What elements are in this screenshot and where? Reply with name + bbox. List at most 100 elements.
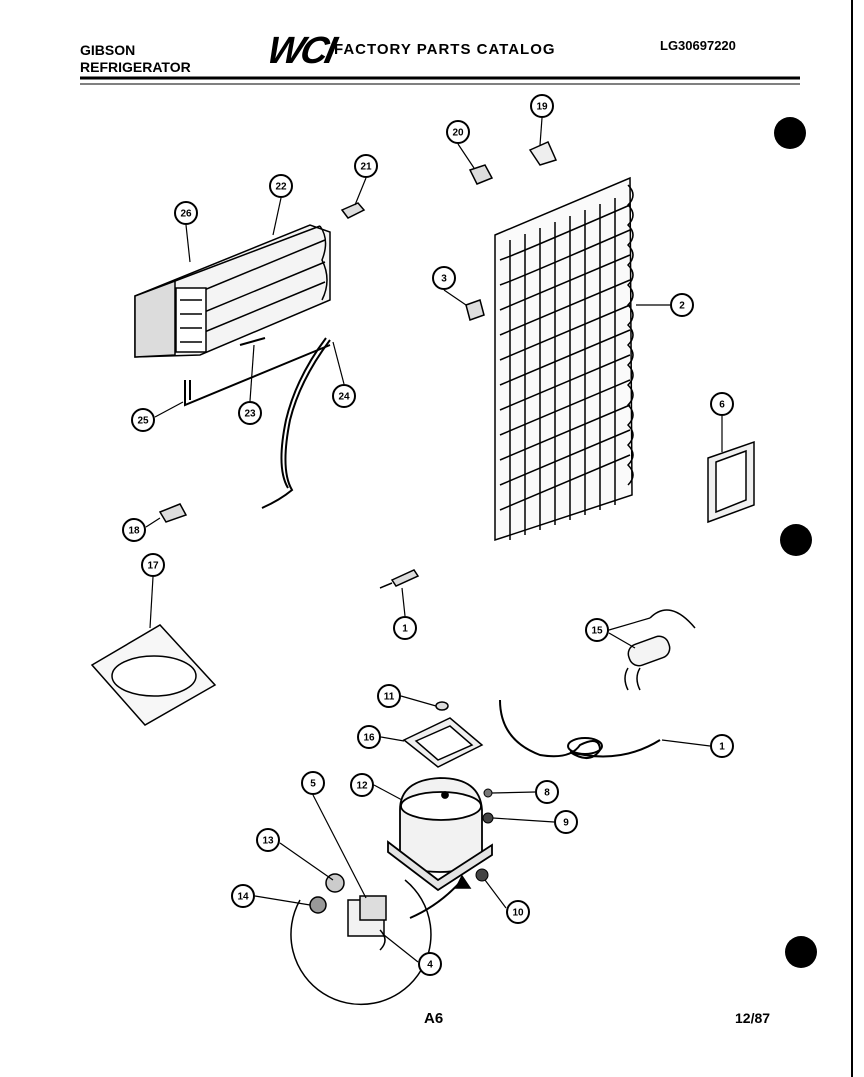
callout-c-4: 4 [418, 952, 442, 976]
part-8 [483, 788, 493, 798]
callout-c-11: 11 [377, 684, 401, 708]
callout-number: 4 [427, 960, 433, 971]
callout-circle [256, 828, 280, 852]
callout-circle [670, 293, 694, 317]
clip-3 [465, 299, 485, 321]
callout-number: 8 [544, 788, 550, 799]
callout-number: 9 [563, 818, 569, 829]
callout-c-17: 17 [141, 553, 165, 577]
callout-c-10: 10 [506, 900, 530, 924]
callout-number: 12 [356, 781, 368, 792]
bracket-20 [468, 164, 494, 185]
callout-c-15: 15 [585, 618, 609, 642]
callout-number: 3 [441, 274, 447, 285]
sensor-1 [379, 569, 420, 589]
model-number: LG30697220 [660, 38, 736, 53]
callout-circle [141, 553, 165, 577]
callout-circle [122, 518, 146, 542]
callout-c-23: 23 [238, 401, 262, 425]
capacitor-15 [624, 609, 696, 691]
callout-number: 18 [128, 526, 140, 537]
callout-c-5: 5 [301, 771, 325, 795]
callout-circle [231, 884, 255, 908]
callout-c-25: 25 [131, 408, 155, 432]
callout-c-18: 18 [122, 518, 146, 542]
callout-circle [301, 771, 325, 795]
callout-number: 23 [244, 409, 256, 420]
callout-circle [354, 154, 378, 178]
binder-hole-top [774, 117, 806, 149]
callout-number: 10 [512, 908, 524, 919]
base-plate-17 [90, 624, 217, 726]
callout-circle [535, 780, 559, 804]
grommet-11 [435, 701, 449, 711]
drain-tube [261, 337, 331, 509]
callout-circle [585, 618, 609, 642]
callout-c-20: 20 [446, 120, 470, 144]
compressor-12 [387, 777, 493, 892]
brand-line2: REFRIGERATOR [80, 59, 191, 75]
clip-21 [340, 202, 366, 219]
callout-c-24: 24 [332, 384, 356, 408]
callout-number: 11 [384, 692, 395, 703]
tray-16 [402, 717, 484, 768]
condenser-coil [494, 176, 634, 542]
callout-number: 14 [237, 892, 249, 903]
callout-c-16: 16 [357, 725, 381, 749]
callout-number: 16 [363, 733, 375, 744]
callout-number: 22 [275, 182, 287, 193]
page-date: 12/87 [735, 1010, 771, 1026]
callout-circle [238, 401, 262, 425]
callout-number: 19 [536, 102, 548, 113]
callout-circle [269, 174, 293, 198]
callout-circle [357, 725, 381, 749]
connector-18 [158, 503, 188, 523]
callout-circle [350, 773, 374, 797]
callout-c-2: 2 [670, 293, 694, 317]
callout-circle [710, 734, 734, 758]
callout-c-1a: 1 [393, 616, 417, 640]
callout-circle [377, 684, 401, 708]
part-9 [482, 812, 494, 824]
callout-number: 1 [402, 624, 408, 635]
leader-lines [145, 117, 723, 963]
catalog-title: FACTORY PARTS CATALOG [334, 41, 556, 58]
callout-number: 13 [262, 836, 274, 847]
callout-circle [530, 94, 554, 118]
callout-number: 6 [719, 400, 725, 411]
callout-c-13: 13 [256, 828, 280, 852]
callout-c-26: 26 [174, 201, 198, 225]
callout-number: 15 [591, 626, 603, 637]
callout-circle [332, 384, 356, 408]
callout-c-22: 22 [269, 174, 293, 198]
callout-circle [432, 266, 456, 290]
part-10 [475, 868, 489, 882]
callout-circle [554, 810, 578, 834]
callout-number: 2 [679, 301, 685, 312]
callout-c-19: 19 [530, 94, 554, 118]
binder-hole-bottom [785, 936, 817, 968]
brand-line1: GIBSON [80, 42, 136, 58]
binder-hole-middle [780, 524, 812, 556]
defrost-heater [184, 337, 331, 407]
callout-c-8: 8 [535, 780, 559, 804]
callout-circle [174, 201, 198, 225]
callout-c-9: 9 [554, 810, 578, 834]
relay-detail [290, 873, 472, 1006]
callout-number: 5 [310, 779, 316, 790]
callout-c-1b: 1 [710, 734, 734, 758]
callout-c-6: 6 [710, 392, 734, 416]
callout-c-3: 3 [432, 266, 456, 290]
callout-c-21: 21 [354, 154, 378, 178]
callout-number: 20 [452, 128, 464, 139]
cover-6 [707, 440, 755, 524]
page-id: A6 [424, 1010, 444, 1027]
bracket-19 [528, 141, 558, 166]
power-cord-7 [499, 699, 661, 759]
callout-circle [418, 952, 442, 976]
callout-circle [131, 408, 155, 432]
callout-number: 17 [147, 561, 159, 572]
callout-circle [506, 900, 530, 924]
